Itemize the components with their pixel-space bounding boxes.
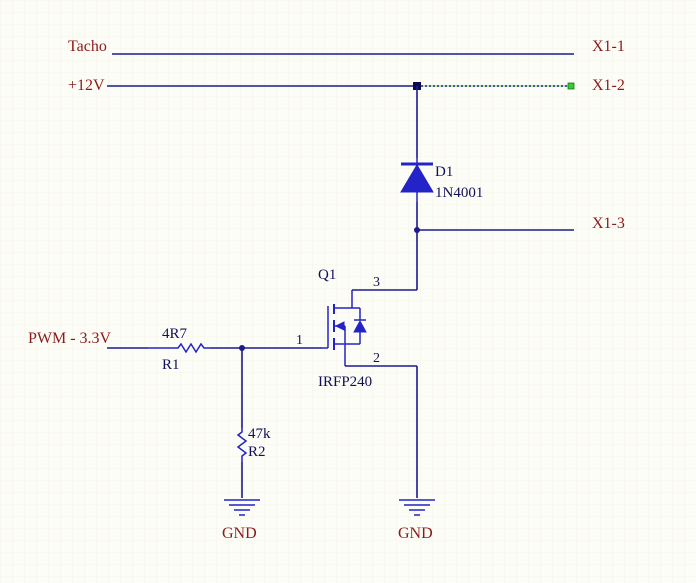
d1-designator: D1	[435, 164, 453, 180]
d1-value: 1N4001	[435, 185, 483, 201]
net-label-gnd-right: GND	[398, 525, 433, 542]
net-label-gnd-left: GND	[222, 525, 257, 542]
q1-pin-drain: 3	[373, 275, 380, 290]
diode-d1[interactable]	[400, 158, 434, 202]
resistor-r2[interactable]	[236, 428, 248, 462]
r1-designator: R1	[162, 357, 180, 373]
r2-designator: R2	[248, 444, 266, 460]
connector-label-x1-2: X1-2	[592, 77, 625, 94]
connector-label-x1-1: X1-1	[592, 38, 625, 55]
r2-value: 47k	[248, 426, 271, 442]
q1-value: IRFP240	[318, 374, 372, 390]
x1-2-port-marker[interactable]	[567, 82, 575, 90]
net-label-v12: +12V	[68, 77, 105, 94]
resistor-r1[interactable]	[148, 342, 210, 354]
r1-value: 4R7	[162, 326, 188, 342]
q1-pin-source: 2	[373, 351, 380, 366]
net-label-tacho: Tacho	[68, 38, 107, 55]
q1-designator: Q1	[318, 267, 336, 283]
net-label-pwm: PWM - 3.3V	[28, 330, 112, 347]
mosfet-q1[interactable]	[322, 290, 367, 366]
junction-x1-3	[414, 227, 420, 233]
connector-label-x1-3: X1-3	[592, 215, 625, 232]
gnd-symbol-right[interactable]	[399, 499, 435, 516]
gnd-symbol-left[interactable]	[224, 499, 260, 516]
q1-pin-gate: 1	[296, 333, 303, 348]
